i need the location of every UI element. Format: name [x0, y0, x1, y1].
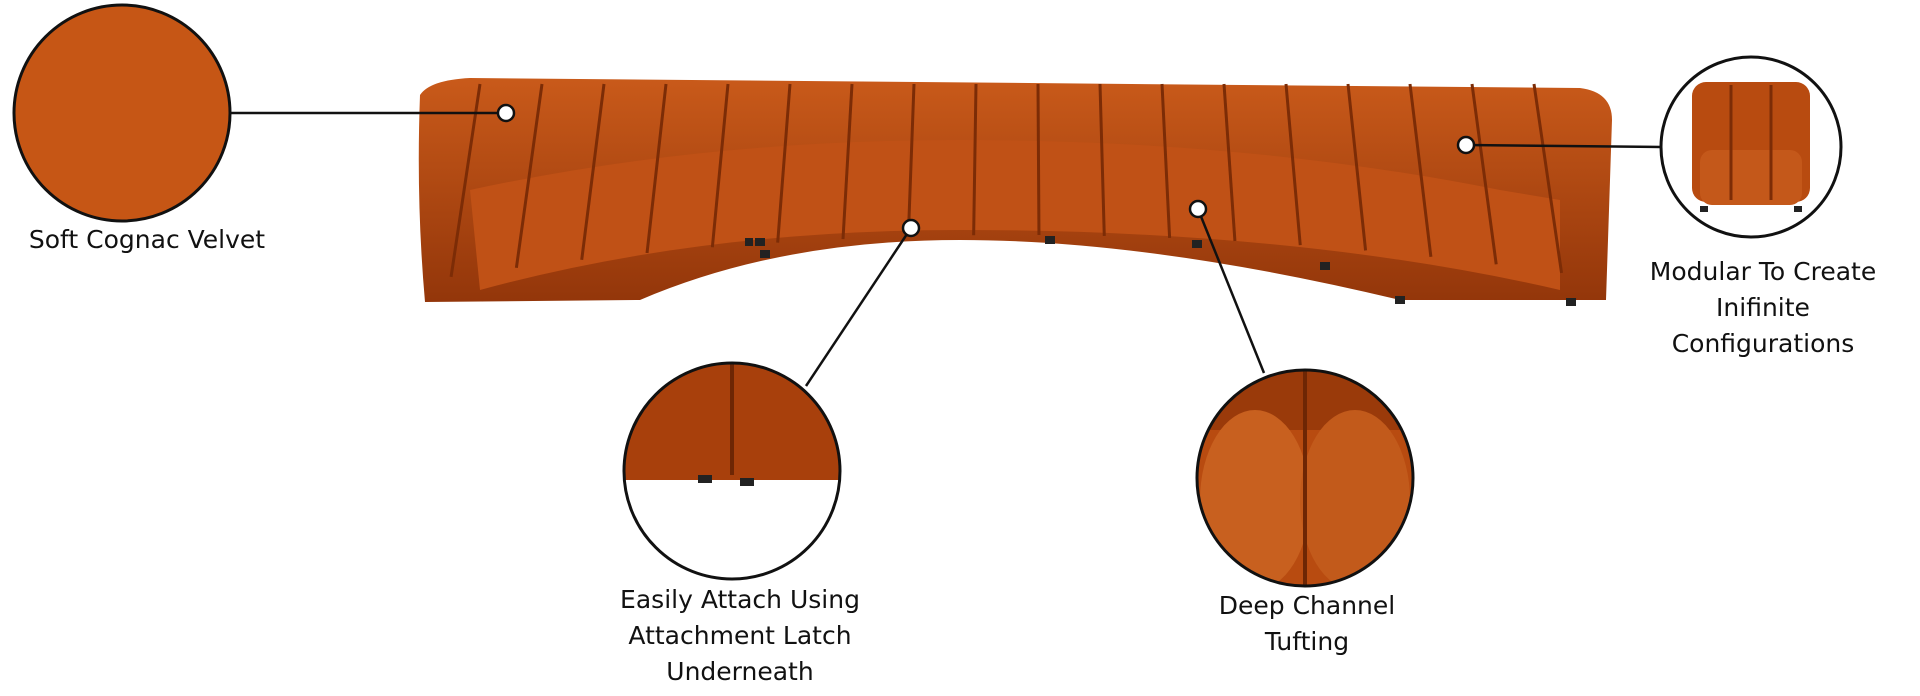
channel-seam	[1532, 83, 1564, 274]
label-line: Deep Channel	[1218, 591, 1396, 620]
channel-seam	[710, 83, 730, 248]
hotspot-dot	[1456, 135, 1476, 155]
callout-label-velvet: Soft Cognac Velvet	[29, 222, 265, 258]
channel-seam	[580, 83, 606, 261]
channel-seam	[1346, 83, 1368, 251]
channel-seam	[1098, 83, 1106, 236]
label-line: Attachment Latch	[628, 621, 852, 650]
callout-label-tufting: Deep Channel Tufting	[1219, 588, 1395, 660]
label-line: Easily Attach Using	[620, 585, 860, 614]
label-line: Soft Cognac Velvet	[28, 225, 266, 254]
label-line: Inifinite	[1716, 293, 1810, 322]
hotspot-dot	[901, 218, 921, 238]
hotspot-dot	[1188, 199, 1208, 219]
callout-label-modular: Modular To Create Inifinite Configuratio…	[1650, 254, 1876, 362]
channel-seam	[1408, 83, 1433, 258]
channel-seam	[645, 83, 668, 254]
channel-seam	[841, 83, 854, 240]
channel-seam	[906, 83, 916, 237]
channel-seam	[1160, 83, 1172, 238]
label-line: Configurations	[1671, 329, 1855, 358]
callout-label-latch: Easily Attach Using Attachment Latch Und…	[620, 582, 860, 690]
label-line: Modular To Create	[1649, 257, 1877, 286]
channel-seam	[1470, 83, 1498, 265]
channel-seam	[1284, 83, 1302, 246]
velvet-swatch-callout	[12, 3, 516, 223]
module-callout	[1456, 55, 1843, 239]
channel-seam	[1036, 83, 1041, 236]
channel-seam	[1222, 83, 1237, 242]
sofa-image	[418, 78, 1612, 306]
hotspot-dot	[496, 103, 516, 123]
channel-seam	[514, 83, 544, 268]
label-line: Tufting	[1264, 627, 1350, 656]
channel-seam	[776, 83, 792, 243]
channel-seam	[972, 83, 978, 236]
channel-seam	[449, 83, 482, 278]
label-line: Underneath	[666, 657, 814, 686]
